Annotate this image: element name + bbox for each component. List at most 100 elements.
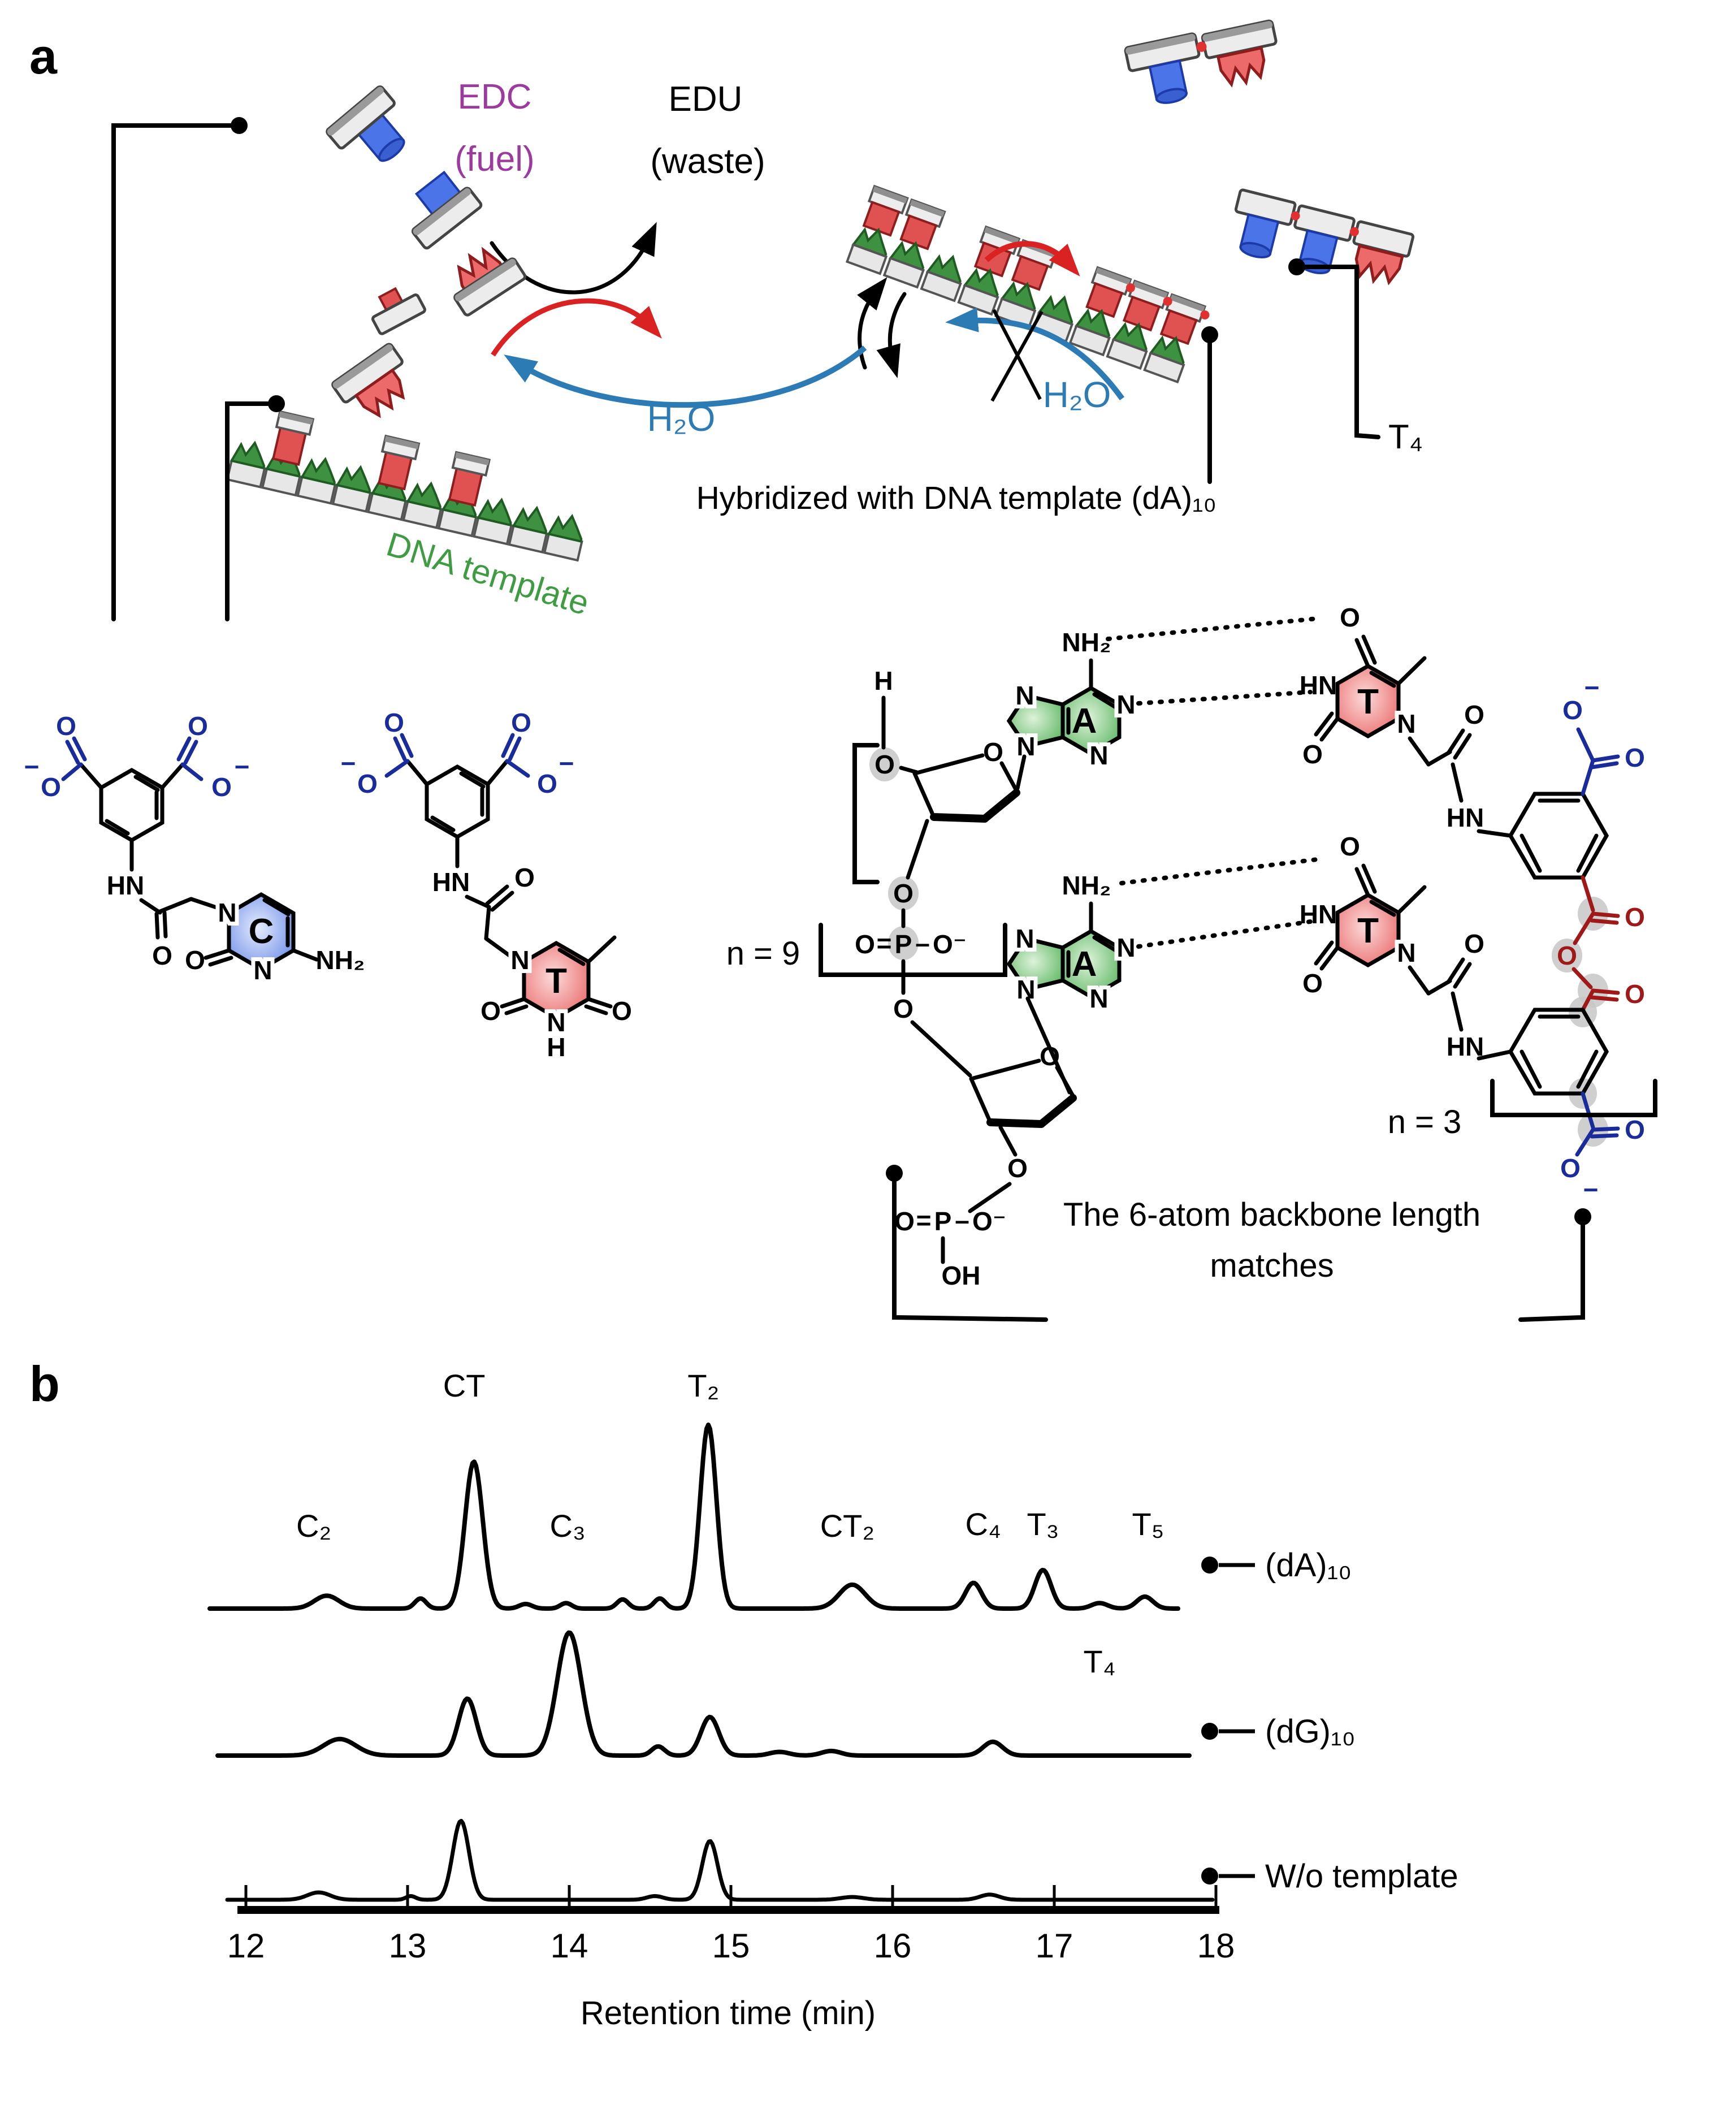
svg-text:−: −: [235, 752, 250, 781]
legend-label: (dG)₁₀: [1265, 1713, 1356, 1750]
svg-text:O⁻: O⁻: [972, 1207, 1006, 1236]
c-monomer-connector-line: [111, 123, 233, 621]
svg-text:O: O: [1340, 832, 1360, 861]
backbone-caption-line2: matches: [1210, 1247, 1334, 1284]
legend-marker-dot: [1201, 1557, 1218, 1574]
svg-text:O: O: [1302, 740, 1323, 769]
panel-a-label: a: [29, 28, 58, 84]
svg-text:N: N: [218, 898, 236, 927]
svg-text:N: N: [253, 956, 272, 985]
trace-W/o template: [225, 1818, 1215, 1902]
hybridized-connector-dot: [1201, 326, 1218, 343]
t4-connector-dot: [1288, 258, 1305, 275]
svg-text:T: T: [1357, 682, 1379, 721]
growth-arrow: [984, 241, 1080, 276]
edc-fuel-label: (fuel): [454, 140, 534, 179]
svg-text:N: N: [510, 945, 529, 975]
svg-text:O: O: [1625, 979, 1645, 1009]
svg-text:P: P: [934, 1207, 952, 1236]
peak-label-T₃: T₃: [1027, 1506, 1059, 1542]
t-monomer-connector-line: [225, 401, 270, 621]
svg-text:NH₂: NH₂: [1062, 628, 1111, 657]
svg-text:O: O: [56, 711, 76, 741]
svg-text:O: O: [1562, 695, 1583, 725]
peak-label-CT: CT: [443, 1368, 486, 1403]
base-pairing-structure: H O O O O = P – O⁻ n = 9: [726, 603, 1657, 1290]
svg-text:O: O: [893, 879, 914, 908]
panel-a: a EDC (fuel) EDU (waste): [24, 17, 1657, 1322]
peak-label-CT₂: CT₂: [820, 1508, 875, 1544]
edc-label: EDC: [458, 77, 532, 116]
x-tick-label: 17: [1036, 1927, 1073, 1965]
peak-label-T₅: T₅: [1132, 1506, 1164, 1542]
svg-text:H: H: [874, 666, 893, 695]
svg-text:O: O: [537, 769, 557, 798]
svg-text:N: N: [1016, 975, 1035, 1004]
free-c-monomer-block-2: [396, 170, 482, 249]
t-monomer-connector-dot: [268, 395, 285, 412]
x-tick-label: 12: [227, 1927, 265, 1965]
panel-b-label: b: [29, 1356, 60, 1412]
svg-text:OH: OH: [942, 1261, 981, 1290]
legend-label: W/o template: [1265, 1858, 1458, 1895]
svg-text:−: −: [559, 749, 574, 778]
h2o-left-label: H₂O: [647, 398, 716, 439]
hydrolysis-arrow: [504, 345, 867, 408]
x-tick-label: 14: [551, 1927, 588, 1965]
svg-text:O: O: [894, 1207, 915, 1236]
legend-marker-dot: [1201, 1723, 1218, 1740]
svg-text:O: O: [514, 863, 535, 892]
peak-label-C₃: C₃: [550, 1508, 586, 1544]
svg-text:O: O: [1625, 743, 1645, 772]
svg-text:H: H: [547, 1032, 565, 1062]
backbone-connector-dot-right: [1574, 1208, 1591, 1225]
hybridized-label: Hybridized with DNA template (dA)₁₀: [696, 480, 1217, 516]
n9-label: n = 9: [726, 935, 800, 972]
svg-text:N: N: [547, 1008, 565, 1037]
svg-text:O: O: [1557, 941, 1577, 970]
edu-waste-label: (waste): [650, 142, 765, 181]
edu-label: EDU: [669, 80, 743, 119]
svg-text:N: N: [1397, 938, 1415, 967]
svg-text:O: O: [875, 750, 895, 779]
svg-text:O: O: [1625, 1115, 1645, 1144]
svg-text:–: –: [955, 1205, 969, 1235]
svg-text:O: O: [1464, 700, 1484, 729]
h2o-right-label: H₂O: [1043, 374, 1111, 415]
t-monomer-structure: O O − O O − HN O N T O: [341, 708, 632, 1062]
svg-text:−: −: [24, 752, 40, 781]
backbone-connector-line-left: [892, 1179, 1048, 1322]
svg-text:O: O: [185, 945, 205, 975]
t4-label: T₄: [1388, 418, 1423, 456]
svg-text:O: O: [1007, 1153, 1028, 1183]
free-t-monomer-block-3: [331, 343, 421, 429]
h-bond-2: [1136, 690, 1313, 706]
t4-tetramer-block: [1234, 188, 1415, 293]
svg-text:O: O: [1302, 969, 1323, 998]
backbone-connector-dot-left: [886, 1165, 903, 1182]
svg-text:NH₂: NH₂: [1062, 871, 1111, 900]
svg-text:N: N: [1089, 984, 1108, 1013]
c-monomer-structure: O O − O O − HN O N C O N: [24, 711, 365, 989]
svg-text:−: −: [1583, 1175, 1599, 1204]
n3-label: n = 3: [1388, 1104, 1462, 1140]
free-t-monomer-block-2: [371, 287, 426, 335]
legend-label: (dA)₁₀: [1265, 1547, 1352, 1584]
svg-text:O: O: [357, 769, 378, 798]
svg-text:O: O: [511, 708, 531, 737]
svg-text:HN: HN: [1447, 1032, 1484, 1061]
svg-text:N: N: [1015, 681, 1034, 710]
svg-text:=: =: [877, 928, 892, 958]
svg-text:P: P: [895, 930, 912, 959]
svg-text:HN: HN: [1300, 671, 1337, 700]
blocked-hydrolysis-arrow: [945, 307, 1125, 400]
peak-label-C₂: C₂: [296, 1508, 331, 1544]
x-tick-label: 18: [1197, 1927, 1235, 1965]
h-bond-1: [1106, 616, 1319, 641]
svg-text:O: O: [41, 772, 61, 802]
svg-text:O: O: [1340, 603, 1360, 632]
svg-text:T: T: [1357, 911, 1379, 950]
